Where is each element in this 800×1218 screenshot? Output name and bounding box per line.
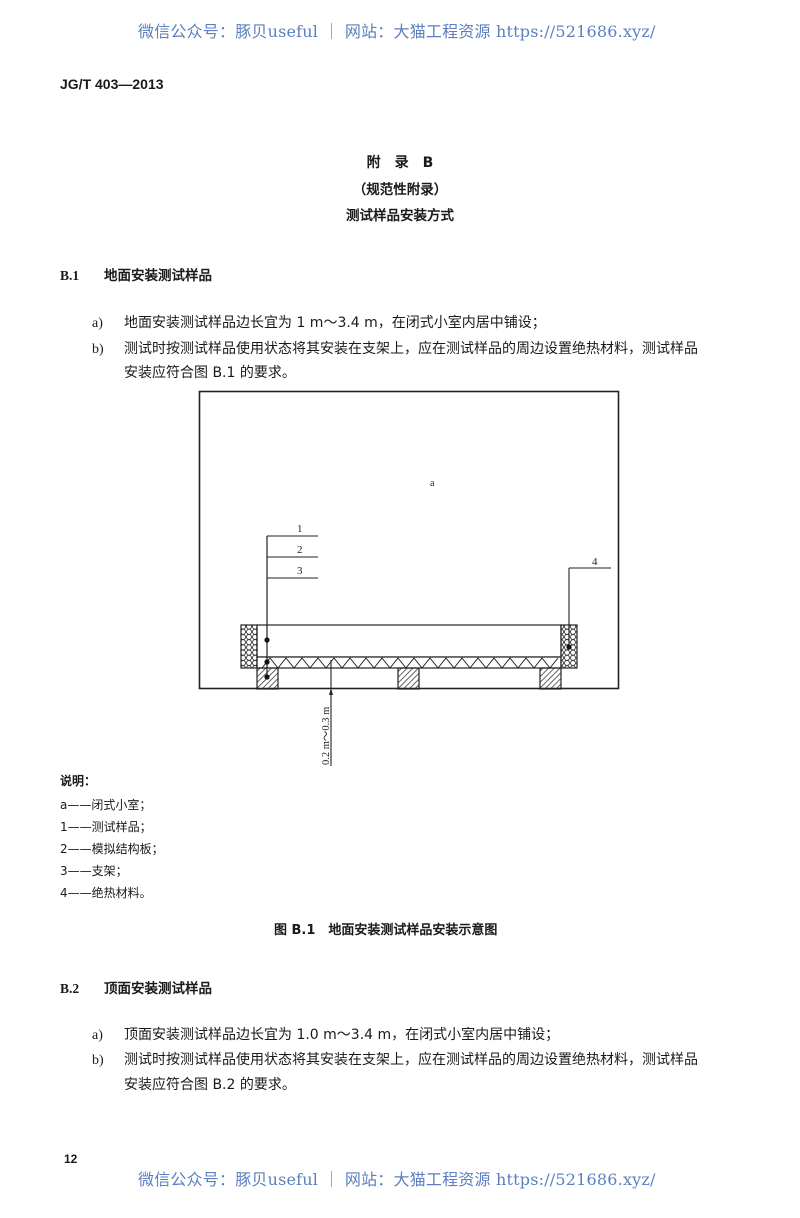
legend-key: 2 <box>60 842 68 856</box>
item-text-continuation: 安装应符合图 B.2 的要求。 <box>124 1077 296 1093</box>
legend-entry: 3——支架； <box>60 862 128 879</box>
item-mark: a) <box>92 316 103 331</box>
insulation-left <box>240 624 258 669</box>
list-item: a) 顶面安装测试样品边长宜为 1.0 m～3.4 m，在闭式小室内居中铺设； <box>92 1024 559 1044</box>
item-text: 地面安装测试样品边长宜为 1 m～3.4 m，在闭式小室内居中铺设； <box>124 315 546 331</box>
page-number: 12 <box>64 1152 78 1166</box>
support-middle <box>397 667 420 690</box>
legend-entry: 2——模拟结构板； <box>60 840 164 857</box>
label-3: 3 <box>297 565 303 577</box>
legend-text: ——闭式小室； <box>67 798 152 812</box>
section-title: 地面安装测试样品 <box>104 268 212 284</box>
section-heading-b1: B.1 地面安装测试样品 <box>60 264 212 284</box>
appendix-name: 测试样品安装方式 <box>346 208 454 224</box>
list-item: b) 测试时按测试样品使用状态将其安装在支架上，应在测试样品的周边设置绝热材料，测… <box>92 338 698 358</box>
watermark-bottom: 微信公众号：豚贝useful ｜ 网站：大猫工程资源 https://52168… <box>138 1170 656 1189</box>
section-number: B.1 <box>60 268 80 283</box>
figure-caption: 图 B.1 地面安装测试样品安装示意图 <box>274 923 498 938</box>
item-text: 测试时按测试样品使用状态将其安装在支架上，应在测试样品的周边设置绝热材料，测试样… <box>124 1052 698 1068</box>
list-item: b) 测试时按测试样品使用状态将其安装在支架上，应在测试样品的周边设置绝热材料，测… <box>92 1049 698 1069</box>
support-right <box>539 667 562 690</box>
dimension-label: 0.2 m～0.3 m <box>321 707 332 765</box>
label-2: 2 <box>297 544 303 556</box>
legend-text: ——测试样品； <box>67 820 152 834</box>
item-mark: b) <box>92 1053 104 1068</box>
label-1: 1 <box>297 523 303 535</box>
legend-entry: 4——绝热材料。 <box>60 884 152 901</box>
standard-code: JG/T 403—2013 <box>60 76 164 92</box>
watermark-top: 微信公众号：豚贝useful ｜ 网站：大猫工程资源 https://52168… <box>138 22 656 41</box>
section-heading-b2: B.2 顶面安装测试样品 <box>60 977 212 997</box>
label-a: a <box>430 478 435 489</box>
test-sample <box>256 624 562 658</box>
item-text-continuation: 安装应符合图 B.1 的要求。 <box>124 365 296 381</box>
label-4: 4 <box>592 556 598 568</box>
section-number: B.2 <box>60 981 80 996</box>
legend-text: ——绝热材料。 <box>67 886 152 900</box>
legend-text: ——支架； <box>67 864 128 878</box>
appendix-title: 附 录 B <box>366 155 434 171</box>
legend-key: 3 <box>60 864 68 878</box>
legend-key: 1 <box>60 820 68 834</box>
figure-b1-diagram: a 1 2 3 4 0.2 m～0.3 m <box>198 390 620 766</box>
legend-text: ——模拟结构板； <box>67 842 164 856</box>
item-text: 测试时按测试样品使用状态将其安装在支架上，应在测试样品的周边设置绝热材料，测试样… <box>124 341 698 357</box>
legend-key: a <box>60 798 68 812</box>
item-mark: b) <box>92 342 104 357</box>
item-mark: a) <box>92 1028 103 1043</box>
legend-entry: a——闭式小室； <box>60 796 151 813</box>
legend-key: 4 <box>60 886 68 900</box>
appendix-subtitle: （规范性附录） <box>352 182 448 198</box>
item-text: 顶面安装测试样品边长宜为 1.0 m～3.4 m，在闭式小室内居中铺设； <box>124 1027 560 1043</box>
legend-entry: 1——测试样品； <box>60 818 152 835</box>
list-item: a) 地面安装测试样品边长宜为 1 m～3.4 m，在闭式小室内居中铺设； <box>92 312 546 332</box>
section-title: 顶面安装测试样品 <box>104 981 212 997</box>
legend-title: 说明： <box>60 774 97 788</box>
